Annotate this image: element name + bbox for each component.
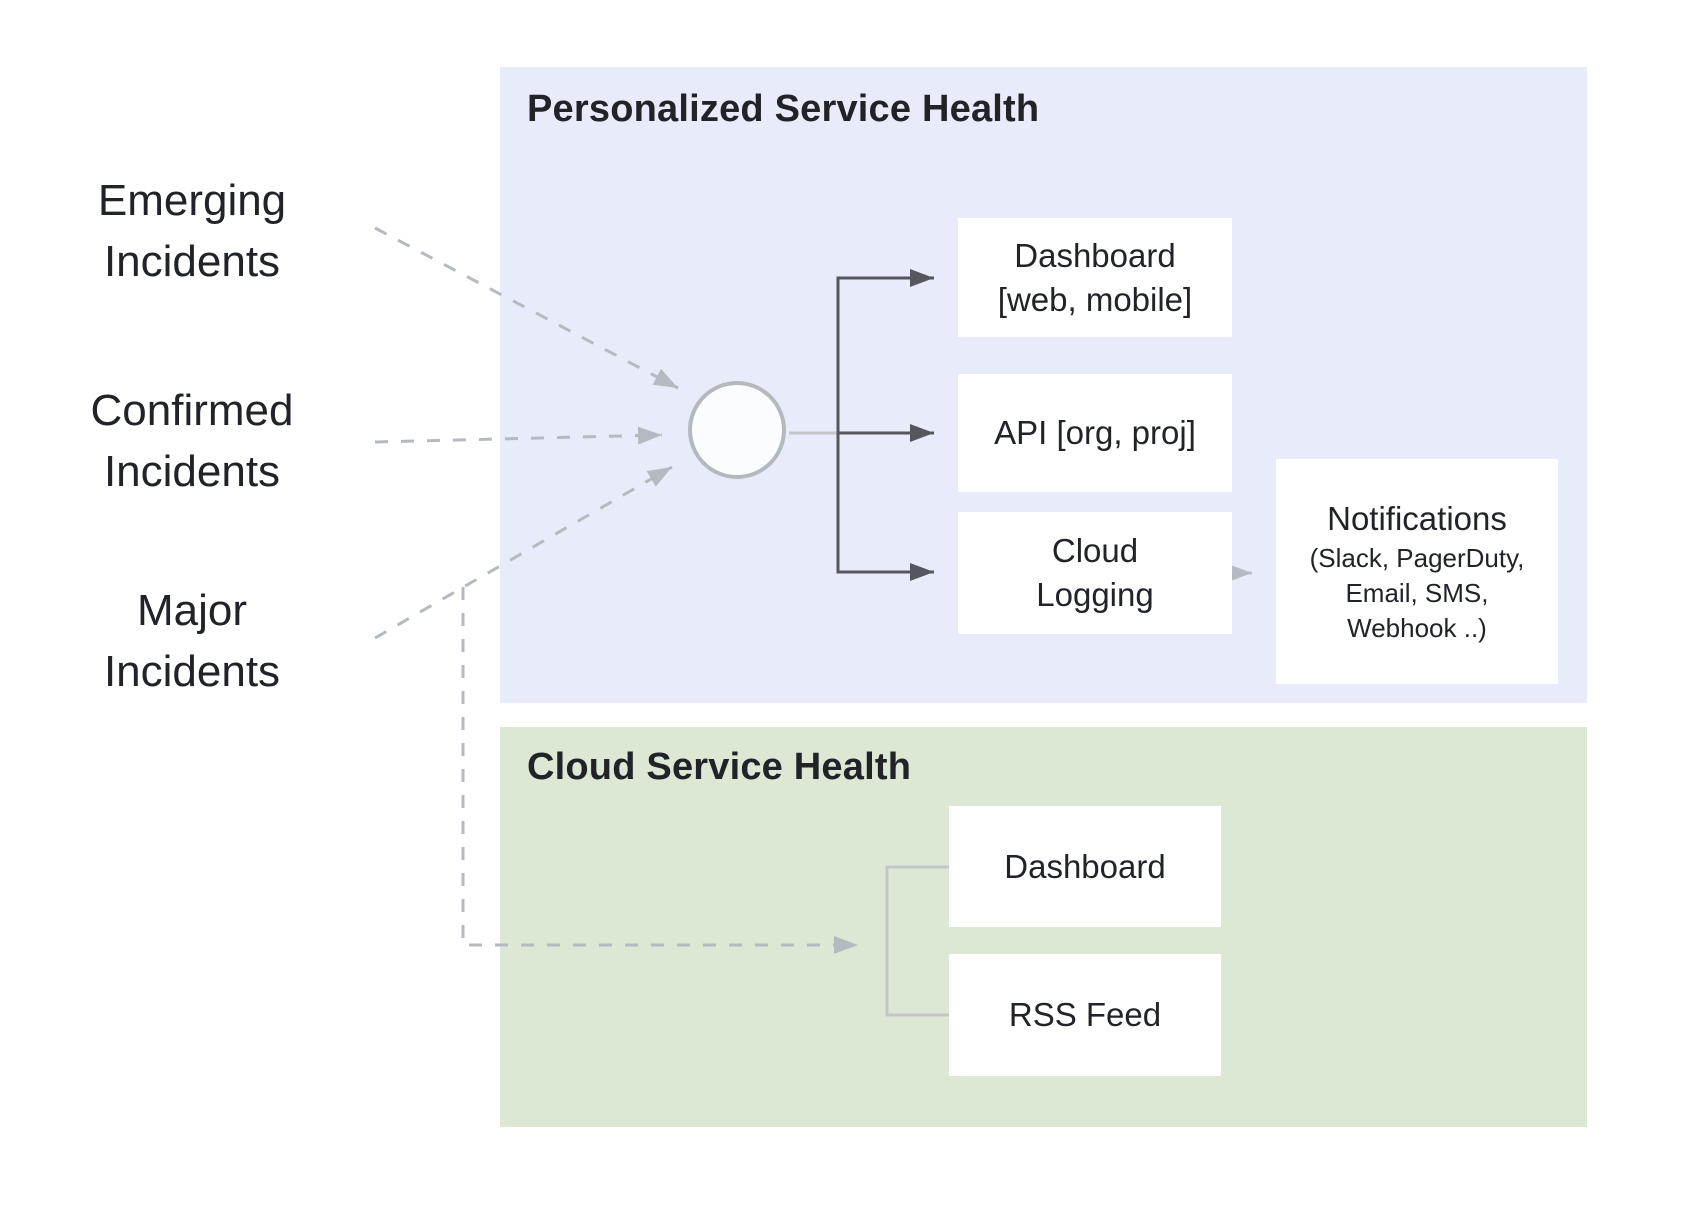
notifications-title: Notifications (1327, 500, 1507, 537)
node-api-org-proj: API [org, proj] (958, 374, 1232, 492)
label-emerging-incidents: Emerging Incidents (97, 176, 287, 286)
node-cloud-dashboard: Dashboard (949, 806, 1221, 927)
personalized-panel-title: Personalized Service Health (527, 88, 1040, 130)
edge-to-cloud-logging (836, 433, 934, 581)
node-notifications: Notifications (Slack, PagerDuty, Email, … (1276, 459, 1558, 684)
edge-confirmed-to-hub (374, 426, 663, 445)
edge-to-dashboard-web-mobile (836, 269, 934, 433)
hub-node-circle (688, 381, 786, 479)
cloud-panel-title: Cloud Service Health (527, 746, 912, 788)
node-cloud-logging: Cloud Logging (958, 512, 1232, 634)
edge-emerging-to-hub (374, 226, 679, 390)
edge-bracket-dashboard-rss (885, 865, 949, 1017)
label-confirmed-incidents: Confirmed Incidents (90, 386, 294, 496)
label-major-incidents: Major Incidents (103, 586, 281, 696)
node-rss-feed: RSS Feed (949, 954, 1221, 1076)
notifications-channels: (Slack, PagerDuty, Email, SMS, Webhook .… (1309, 543, 1525, 643)
node-dashboard-web-mobile: Dashboard [web, mobile] (958, 218, 1232, 337)
edge-major-to-hub (374, 465, 673, 640)
